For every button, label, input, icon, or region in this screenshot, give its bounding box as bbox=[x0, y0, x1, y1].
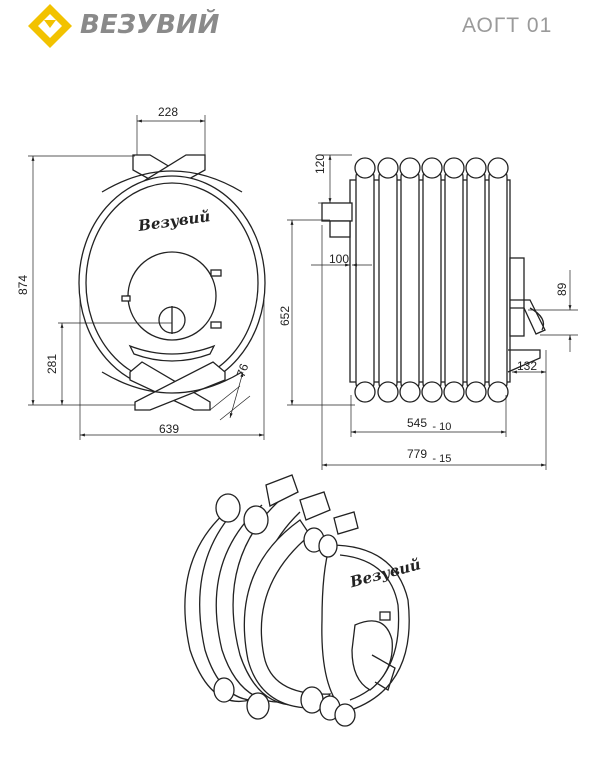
side-tube bbox=[466, 167, 486, 393]
side-tube-end bbox=[421, 381, 443, 403]
side-tube-end bbox=[354, 157, 376, 179]
dim-right-height: 89 bbox=[555, 282, 569, 296]
dim-flue-offset: 100 bbox=[329, 252, 349, 266]
dim-overall-length: 779 bbox=[407, 447, 427, 461]
side-tube-end bbox=[421, 157, 443, 179]
oven-front-diagram: Везувий 228 874 281 639 76 bbox=[16, 105, 266, 440]
side-tube-end bbox=[443, 157, 465, 179]
dim-overall-length-tol: - 15 bbox=[432, 453, 451, 465]
side-tube bbox=[444, 167, 464, 393]
side-tube-end bbox=[399, 381, 421, 403]
side-tube-end bbox=[487, 381, 509, 403]
dim-body-length-tol: - 10 bbox=[432, 421, 451, 433]
dim-right-depth: 132 bbox=[517, 359, 537, 373]
side-tube bbox=[355, 167, 375, 393]
dim-body-length: 545 bbox=[407, 416, 427, 430]
side-tube bbox=[378, 167, 398, 393]
dim-lower: 281 bbox=[45, 354, 59, 374]
side-tube-end bbox=[443, 381, 465, 403]
side-tube-end bbox=[399, 157, 421, 179]
oven-side-diagram: 120 100 652 89 132 545 - 10 77 bbox=[278, 154, 578, 470]
dim-leg: 76 bbox=[234, 361, 252, 379]
side-tube-end bbox=[354, 381, 376, 403]
side-tube-end bbox=[377, 157, 399, 179]
side-tube-end bbox=[465, 157, 487, 179]
brand-name: ВЕЗУВИЙ bbox=[80, 8, 220, 40]
dim-base-width: 639 bbox=[159, 422, 179, 436]
dim-body-length-label: 545 - 10 bbox=[407, 416, 451, 433]
dim-height: 874 bbox=[16, 275, 30, 295]
side-tube-end bbox=[487, 157, 509, 179]
dim-side-height: 652 bbox=[278, 306, 292, 326]
side-tube bbox=[422, 167, 442, 393]
dim-top-width: 228 bbox=[158, 105, 178, 119]
model-code: АОГТ 01 bbox=[462, 14, 552, 37]
side-tube bbox=[400, 167, 420, 393]
side-tube bbox=[488, 167, 508, 393]
oven-perspective-diagram: Везувий bbox=[184, 474, 423, 727]
dim-overall-length-label: 779 - 15 bbox=[407, 447, 451, 465]
brand-logo-icon bbox=[28, 4, 72, 48]
side-tube-end bbox=[465, 381, 487, 403]
side-tube-end bbox=[377, 381, 399, 403]
dim-chimney: 120 bbox=[313, 154, 327, 174]
